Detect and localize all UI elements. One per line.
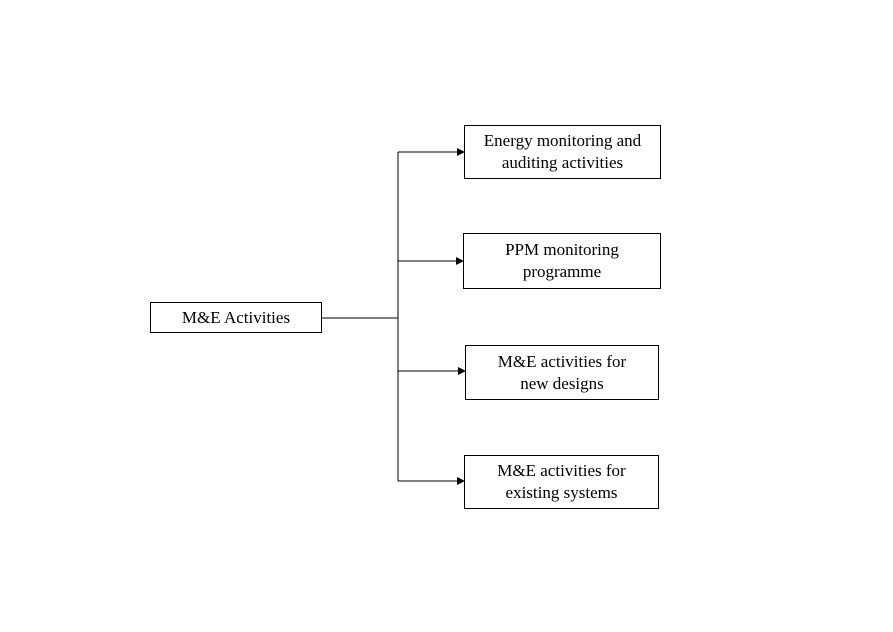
child-node-label: Energy monitoring and auditing activitie… xyxy=(483,131,642,172)
root-node-box: M&E Activities xyxy=(150,302,322,333)
child-node-new-designs: M&E activities for new designs xyxy=(465,345,659,400)
child-node-existing-systems: M&E activities for existing systems xyxy=(464,455,659,509)
child-node-ppm-monitoring: PPM monitoring programme xyxy=(463,233,661,289)
child-node-label: PPM monitoring programme xyxy=(505,240,619,281)
child-node-label: M&E activities for existing systems xyxy=(497,461,626,502)
child-node-energy-monitoring: Energy monitoring and auditing activitie… xyxy=(464,125,661,179)
root-node-label: M&E Activities xyxy=(181,307,291,327)
child-node-label: M&E activities for new designs xyxy=(497,351,627,393)
